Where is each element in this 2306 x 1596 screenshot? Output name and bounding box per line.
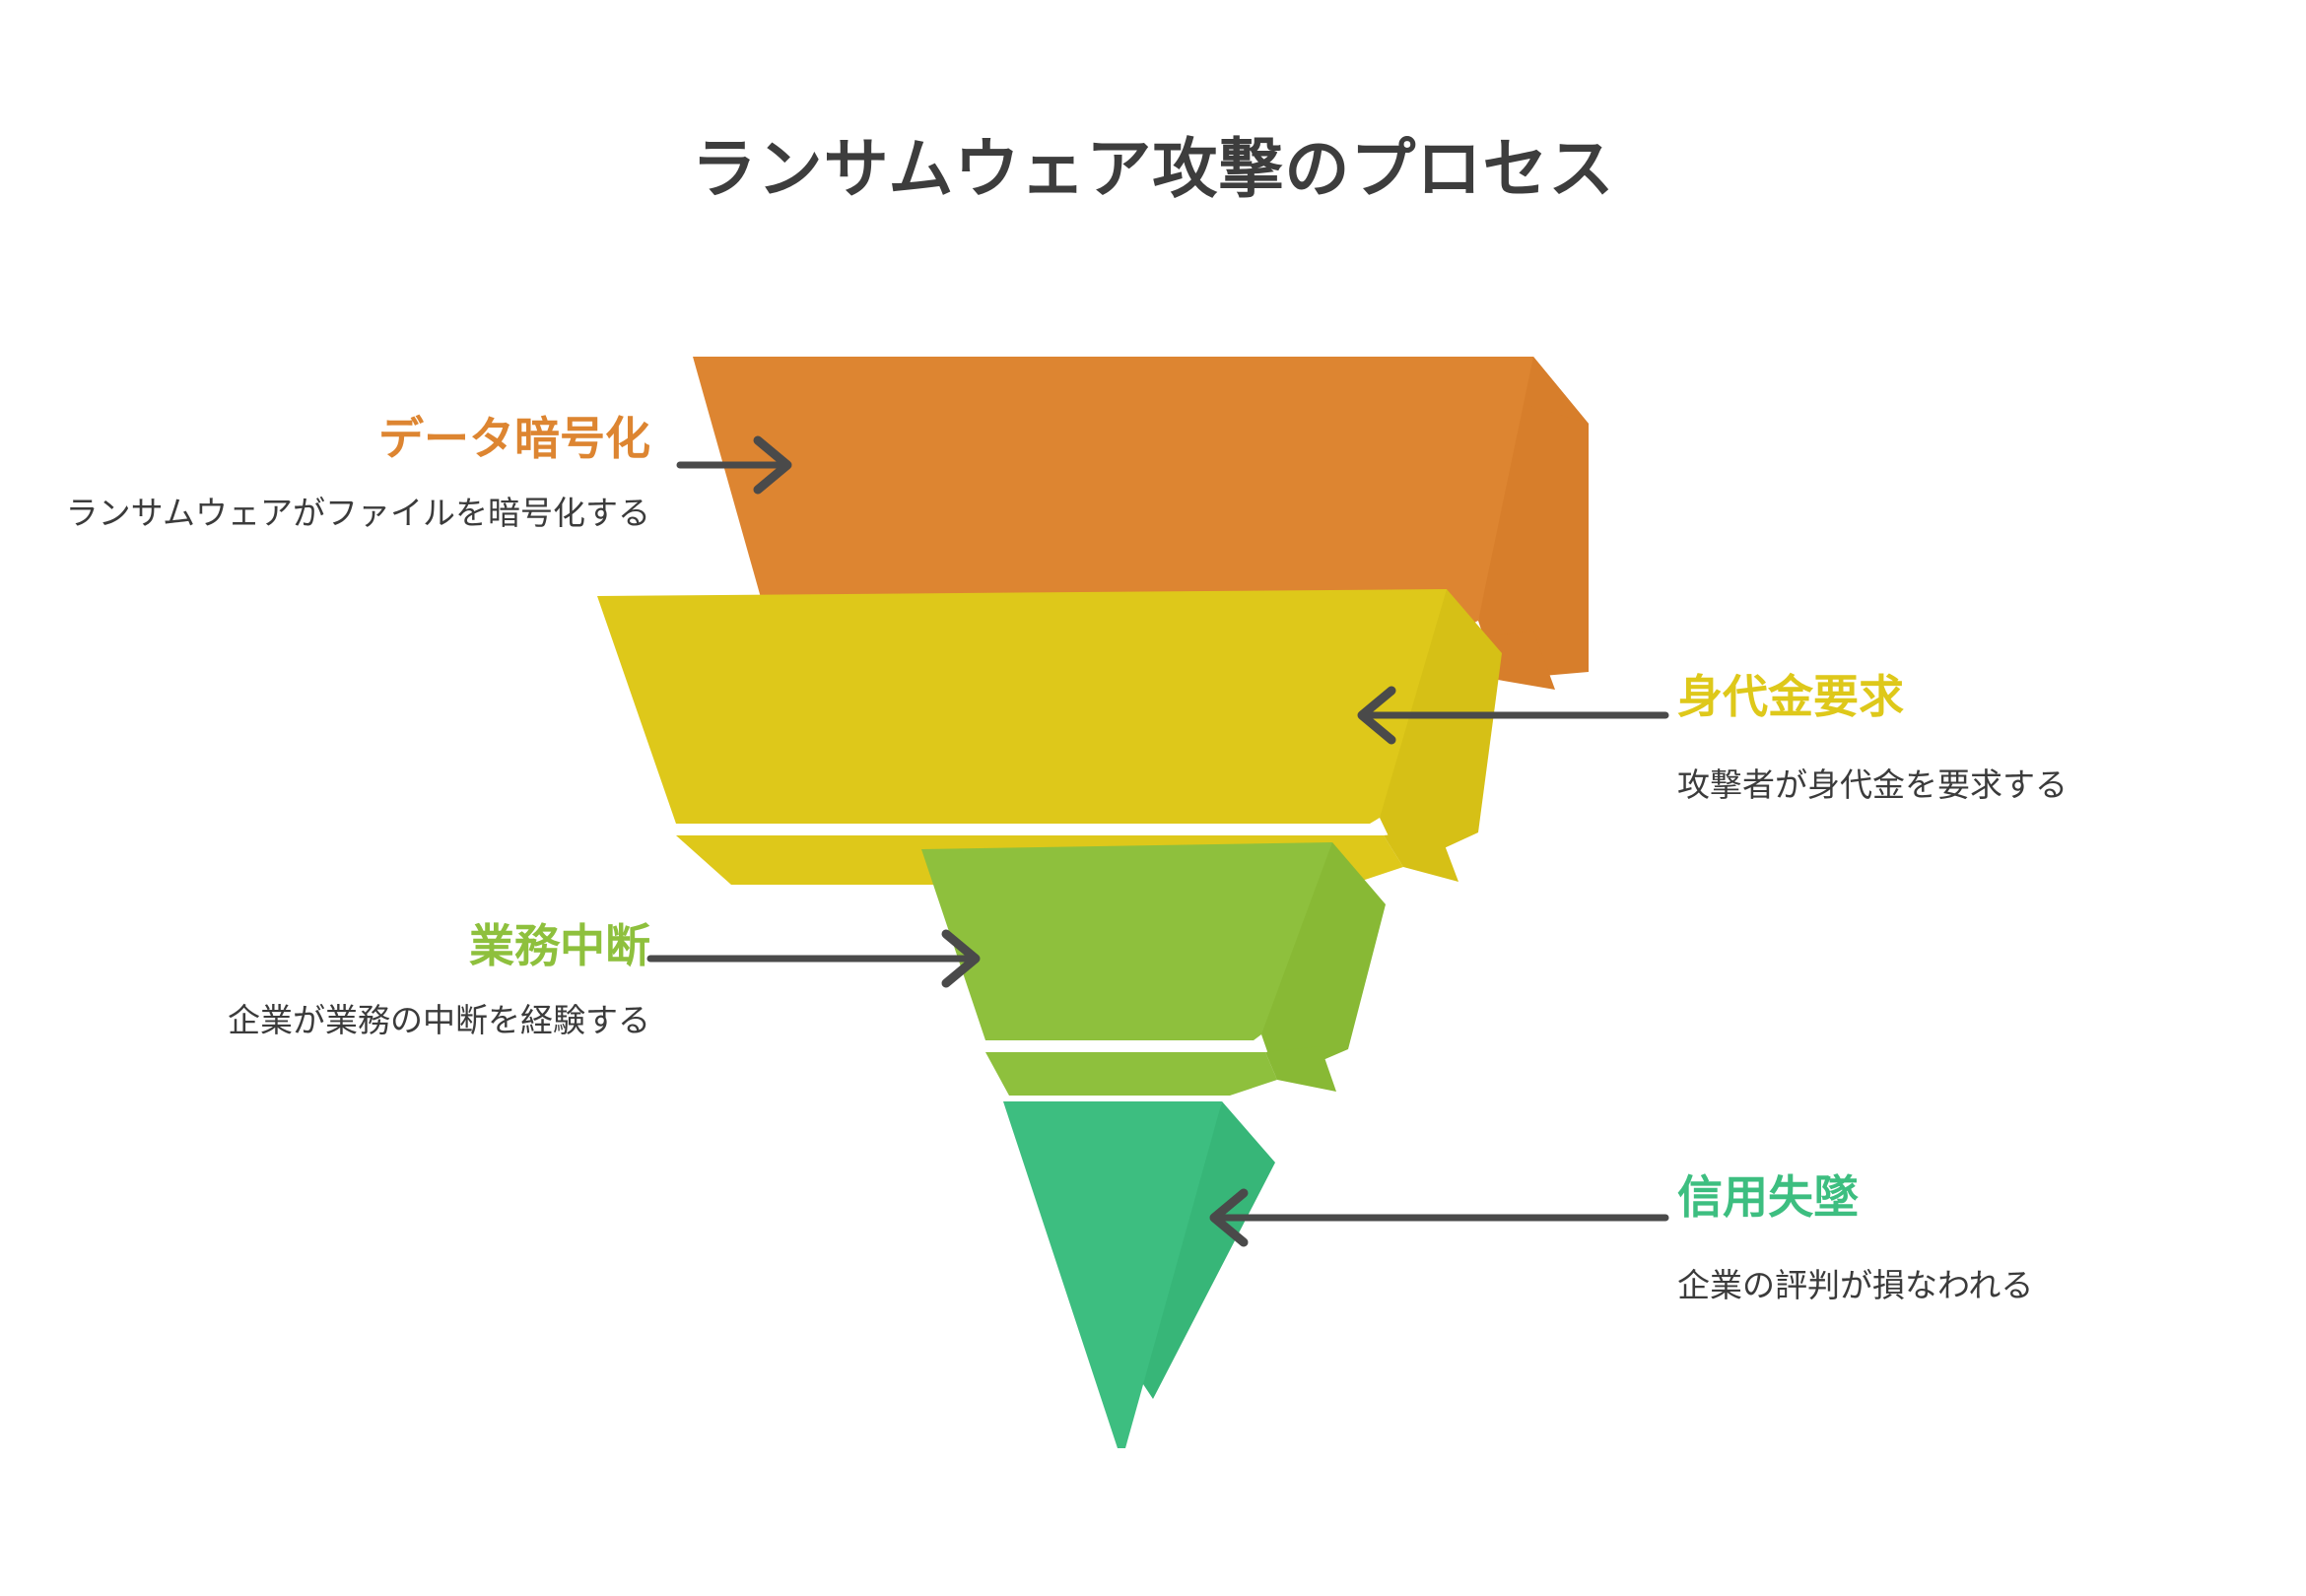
callout-stage-2-description: 攻撃者が身代金を要求する	[1677, 765, 2068, 803]
funnel-segment-1-top-face	[1505, 357, 1589, 424]
funnel-segment-1-side	[1478, 357, 1589, 680]
callout-stage-3-description: 企業が業務の中断を経験する	[228, 1001, 650, 1038]
funnel-segment-1-front	[693, 357, 1533, 626]
callout-stage-3-title: 業務中断	[469, 920, 650, 971]
callout-stage-2[interactable]: 身代金要求 攻撃者が身代金を要求する	[1677, 671, 2288, 808]
funnel-segment-3-front	[921, 842, 1332, 1040]
callout-stage-1[interactable]: データ暗号化 ランサムウェアがファイルを暗号化する	[59, 413, 650, 536]
funnel-segment-4-front	[1003, 1101, 1222, 1448]
callout-stage-2-title: 身代金要求	[1677, 671, 1904, 722]
callout-stage-4-description: 企業の評判が損なわれる	[1677, 1266, 2034, 1303]
callout-stage-3[interactable]: 業務中断 企業が業務の中断を経験する	[59, 920, 650, 1043]
funnel-segment-1[interactable]	[693, 357, 1589, 694]
funnel-segment-4[interactable]	[1003, 1101, 1275, 1448]
funnel-segment-2-front	[597, 589, 1447, 824]
callout-stage-4-title: 信用失墜	[1677, 1171, 1859, 1223]
funnel-segment-4-side	[1133, 1101, 1275, 1399]
funnel-segment-2-side	[1380, 589, 1502, 867]
connector-arrow-4	[1209, 1188, 1669, 1247]
callout-stage-1-title: データ暗号化	[378, 413, 650, 464]
funnel-segment-3-underside	[985, 1052, 1277, 1096]
funnel-segment-3[interactable]	[921, 842, 1386, 1096]
connector-arrow-1	[676, 435, 792, 495]
connector-arrow-3	[646, 929, 981, 988]
funnel-segment-3-underside-right	[1265, 1046, 1336, 1092]
funnel-segment-1-underside	[769, 637, 1498, 694]
funnel-segment-3-side	[1261, 842, 1386, 1080]
funnel-segment-2-underside	[676, 835, 1403, 885]
page-title: ランサムウェア攻撃のプロセス	[691, 132, 1615, 205]
funnel-segment-1-underside-right	[1482, 631, 1555, 690]
funnel-segment-2-underside-right	[1384, 830, 1458, 882]
connector-arrow-2	[1357, 686, 1669, 745]
callout-stage-4[interactable]: 信用失墜 企業の評判が損なわれる	[1677, 1171, 2288, 1308]
callout-stage-1-description: ランサムウェアがファイルを暗号化する	[65, 494, 650, 531]
funnel-segment-2[interactable]	[597, 589, 1502, 885]
